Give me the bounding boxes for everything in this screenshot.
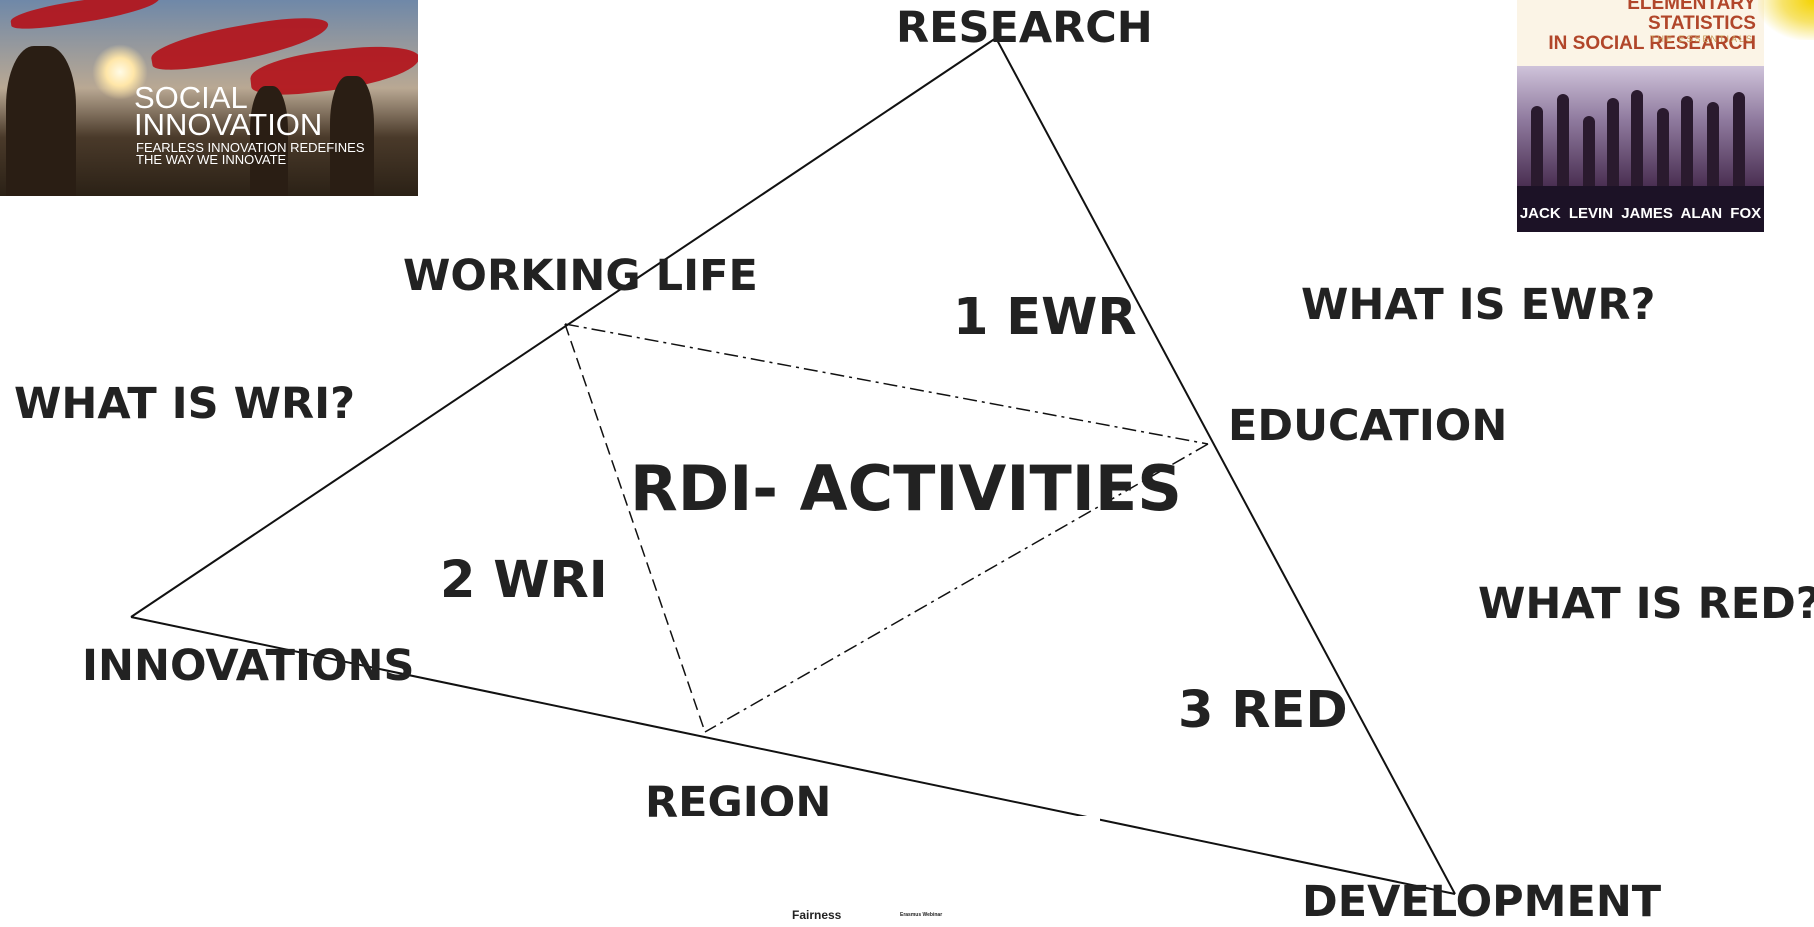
cover-header: ELEMENTARY STATISTICS IN SOCIAL RESEARCH…: [1517, 0, 1764, 66]
person-silhouette: [1531, 106, 1543, 186]
outer-edge-bottom: [130, 616, 1456, 895]
inner-edge-left: [564, 323, 706, 733]
person-silhouette: [1657, 108, 1669, 186]
vertex-label-development: DEVELOPMENT: [1302, 877, 1662, 927]
inner-edge-right: [704, 443, 1209, 733]
person-silhouette: [1681, 96, 1693, 186]
social-innovation-banner: SOCIAL INNOVATION FEARLESS INNOVATION RE…: [0, 0, 418, 196]
book-title: ELEMENTARY STATISTICS IN SOCIAL RESEARCH: [1548, 0, 1756, 54]
zone-label-ewr: 1 EWR: [953, 288, 1137, 347]
sun-glow: [92, 44, 148, 100]
book-subtitle: THE ESSENTIALS: [1649, 34, 1754, 44]
banner-subtitle: FEARLESS INNOVATION REDEFINES THE WAY WE…: [136, 140, 365, 167]
yellow-corner-accent: [1758, 0, 1814, 40]
vertex-label-research: RESEARCH: [896, 3, 1153, 53]
person-silhouette: [1583, 116, 1595, 186]
person-silhouette: [330, 76, 374, 196]
cover-art: [1517, 66, 1764, 186]
book-authors: JACK LEVIN JAMES ALAN FOX: [1519, 205, 1762, 222]
midpoint-label-working-life: WORKING LIFE: [403, 251, 758, 301]
zone-label-wri: 2 WRI: [440, 551, 608, 610]
zone-label-red: 3 RED: [1178, 681, 1348, 740]
person-silhouette: [6, 46, 76, 196]
person-silhouette: [1707, 102, 1719, 186]
white-overlay: [680, 816, 1100, 836]
fragment-small-text: Erasmus Webinar: [900, 912, 943, 918]
person-silhouette: [1557, 94, 1569, 186]
midpoint-label-education: EDUCATION: [1228, 401, 1508, 451]
question-what-is-ewr: WHAT IS EWR?: [1301, 280, 1656, 330]
person-silhouette: [1607, 98, 1619, 186]
book-cover: ELEMENTARY STATISTICS IN SOCIAL RESEARCH…: [1517, 0, 1764, 232]
question-what-is-red: WHAT IS RED?: [1478, 579, 1814, 629]
vertex-label-innovations: INNOVATIONS: [82, 641, 415, 691]
outer-edge-left: [130, 37, 997, 618]
banner-title: SOCIAL INNOVATION: [134, 80, 323, 142]
center-label-rdi-activities: RDI- ACTIVITIES: [630, 452, 1182, 525]
question-what-is-wri: WHAT IS WRI?: [14, 379, 356, 429]
person-silhouette: [250, 86, 288, 196]
inner-edge-top: [564, 323, 1209, 445]
outer-edge-right: [995, 37, 1456, 895]
fragment-fairness: Fairness: [792, 908, 842, 922]
person-silhouette: [1631, 90, 1643, 186]
person-silhouette: [1733, 92, 1745, 186]
